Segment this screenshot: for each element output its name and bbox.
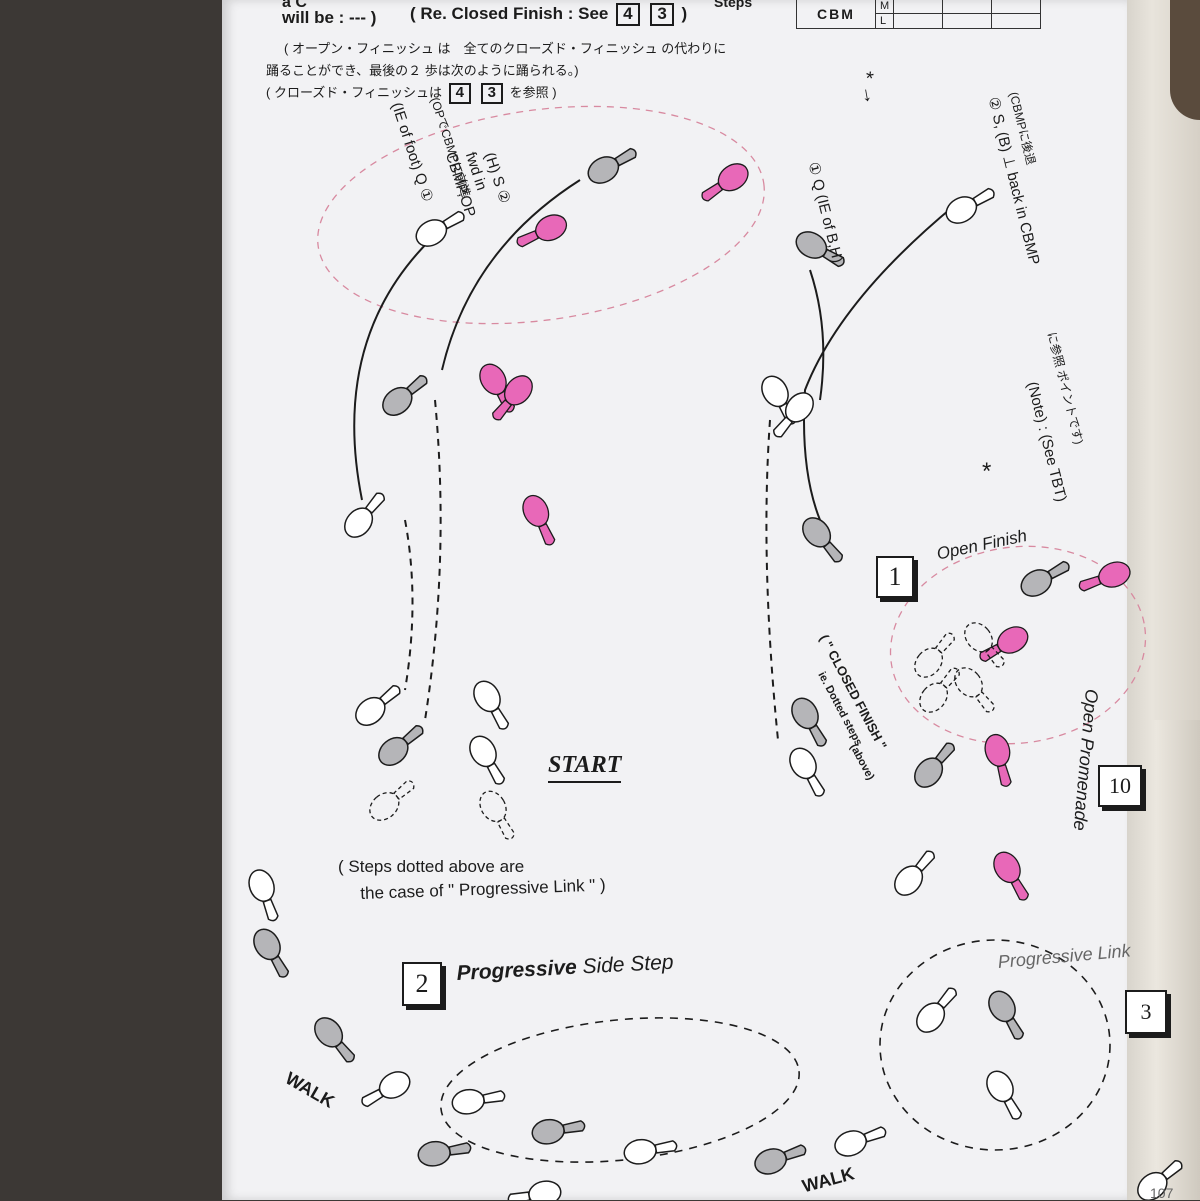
dotted-footprints	[363, 616, 1013, 846]
ref-box-4: 4	[616, 3, 640, 26]
open-finish-number: 1	[876, 556, 914, 598]
jp-note-line2: 踊ることができ、最後の２ 歩は次のように踊られる。)	[266, 63, 579, 78]
cbm-row-l: L	[797, 13, 1042, 29]
ref-close: )	[681, 4, 688, 23]
step-paths	[353, 179, 956, 521]
dotted-paths	[404, 399, 779, 741]
jp-note-line3-post: を参照 )	[509, 85, 557, 100]
jp-note-line3: ( クローズド・フィニッシュは 4 3 を参照 )	[266, 82, 557, 104]
jp-note-line3-pre: ( クローズド・フィニッシュは	[266, 85, 443, 100]
pss-label-rest: Side Step	[581, 950, 675, 979]
black-dashed-ellipses	[440, 939, 1111, 1163]
cbm-cell	[893, 13, 944, 29]
cbm-m: M	[874, 0, 895, 14]
cbm-table: CBM M L	[796, 0, 1042, 29]
cbm-cell	[991, 13, 1042, 29]
header-steps: Steps	[714, 0, 753, 10]
jp-note-line1: ( オープン・フィニッシュ は 全てのクローズド・フィニッシュ の代わりに	[284, 41, 727, 56]
will-be-text: will be : --- )	[282, 8, 377, 27]
start-label: START	[548, 752, 622, 783]
page-number: 107	[1150, 1185, 1174, 1201]
open-promenade-number: 10	[1098, 765, 1142, 807]
steps-note-line1: ( Steps dotted above are	[338, 857, 525, 876]
page-edge-shadow	[1152, 0, 1200, 720]
cbm-cell	[942, 13, 993, 29]
cbm-cell	[893, 0, 944, 14]
ref-box-3: 3	[650, 3, 674, 26]
pss-label-bold: Progressive	[456, 955, 578, 985]
cbm-row-m: CBM M	[796, 0, 1042, 29]
hatched-footprints	[247, 140, 1076, 1179]
cbm-l: L	[874, 13, 895, 29]
cbm-cell	[991, 0, 1042, 14]
closed-finish-ref: ( Re. Closed Finish : See 4 3 )	[410, 3, 687, 26]
note-star: *	[982, 458, 992, 485]
jp-box-3: 3	[480, 83, 503, 104]
prog-link-number: 3	[1125, 990, 1167, 1034]
pss-number: 2	[402, 962, 442, 1006]
closed-finish-ref-text: ( Re. Closed Finish : See	[410, 4, 609, 23]
jp-box-4: 4	[448, 83, 471, 104]
header-partial: a C	[282, 0, 307, 11]
step-ellipses	[317, 105, 1147, 745]
background-object	[1170, 0, 1200, 120]
cbm-label: CBM	[796, 0, 876, 29]
cbm-cell	[942, 0, 993, 14]
